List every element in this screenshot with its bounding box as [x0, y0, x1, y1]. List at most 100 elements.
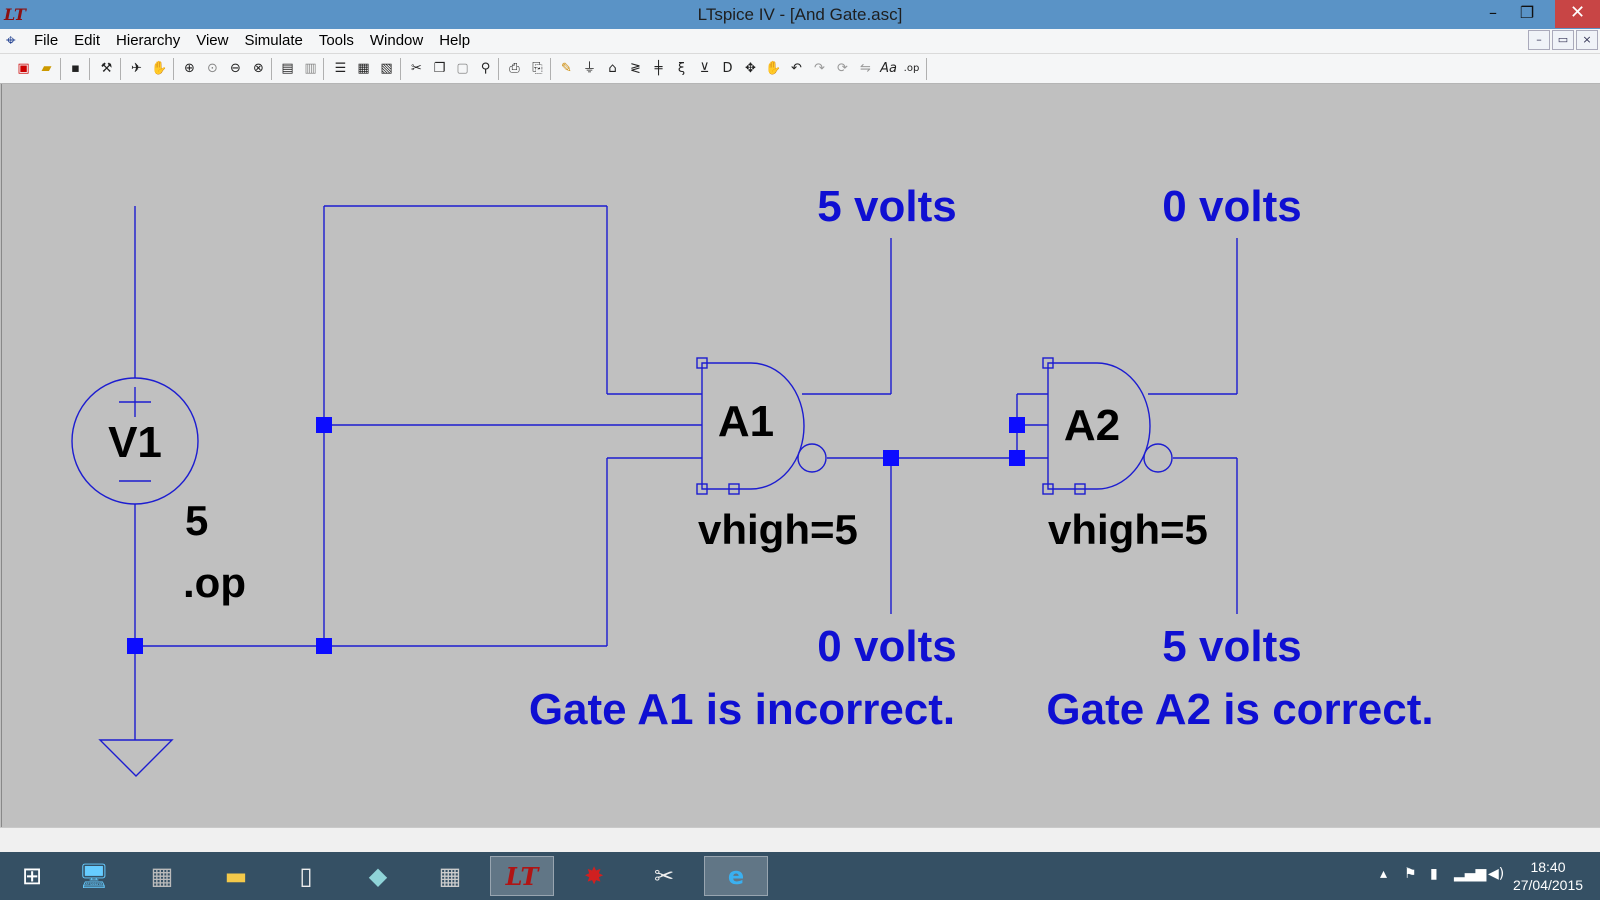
remote-desktop-icon[interactable]: 🖥: [78, 862, 110, 890]
schematic-canvas[interactable]: V1 5 .op A1 A2 vhigh=5 vhigh=5 5 volts 0…: [1, 84, 1599, 827]
window-title: LTspice IV - [And Gate.asc]: [697, 5, 903, 24]
voltage-source-v1[interactable]: [71, 377, 199, 505]
gate-a2[interactable]: [1042, 357, 1173, 495]
ground-icon[interactable]: ⏚: [582, 61, 596, 76]
status-strip: [0, 827, 1600, 852]
internet-explorer-icon[interactable]: e: [704, 856, 768, 896]
a2-nand-output-note[interactable]: 5 volts: [1162, 622, 1301, 671]
file-explorer-icon[interactable]: ▬: [224, 862, 248, 890]
verdict-a1-note[interactable]: Gate A1 is incorrect.: [529, 685, 955, 734]
mdi-close-button[interactable]: ×: [1576, 30, 1598, 50]
ltspice-icon[interactable]: LT: [490, 856, 554, 896]
action-center-flag-icon[interactable]: ⚑: [1404, 866, 1417, 882]
zoom-in-icon[interactable]: ⊕: [184, 61, 195, 76]
minimize-button[interactable]: –: [1489, 3, 1497, 22]
firewall-icon[interactable]: ▦: [150, 862, 174, 890]
title-bar: LT LTspice IV - [And Gate.asc] – ❐ ✕: [0, 0, 1600, 29]
a2-ref-label[interactable]: A2: [1064, 401, 1120, 450]
a1-nand-output-note[interactable]: 0 volts: [817, 622, 956, 671]
op-directive[interactable]: .op: [183, 559, 246, 606]
ltspice-icon[interactable]: LT: [4, 5, 26, 24]
snipping-tool-icon[interactable]: ✂: [653, 862, 675, 890]
toolbar: ▣ ▰ ▪ ⚒ ✈ ✋ ⊕ ⊙ ⊖ ⊗ ▤ ▥ ☰ ▦ ▧ ✂ ❐ ▢ ⚲ ⎙ …: [0, 54, 1600, 84]
a1-ref-label[interactable]: A1: [718, 397, 774, 446]
mdi-controls: – ▭ ×: [1528, 30, 1600, 52]
taskbar: ⊞ 🖥 ▦ ▬ ▯ ◆ ▦ LT ✸ ✂ e ▴ ⚑ ▮ ▂▄▆ ◀) 18:4…: [0, 852, 1600, 900]
menu-window[interactable]: Window: [369, 32, 424, 49]
notepad-icon[interactable]: ▯: [299, 862, 313, 890]
wires[interactable]: [134, 205, 1238, 740]
print-preview-icon[interactable]: ⎙: [509, 61, 520, 76]
menu-simulate[interactable]: Simulate: [244, 32, 303, 49]
rotate-icon[interactable]: ⟳: [837, 61, 848, 76]
v1-ref-label[interactable]: V1: [108, 418, 162, 467]
network-signal-icon[interactable]: ▂▄▆: [1454, 866, 1487, 882]
show-hidden-icons-icon[interactable]: ▴: [1380, 866, 1388, 882]
save-icon[interactable]: ▪: [71, 61, 80, 76]
redo-icon[interactable]: ↷: [814, 61, 825, 76]
menu-view[interactable]: View: [196, 32, 229, 49]
text-icon[interactable]: Aa: [880, 61, 897, 76]
system-tray: ▴ ⚑ ▮ ▂▄▆ ◀) 18:40 27/04/2015: [1330, 852, 1600, 900]
close-button[interactable]: ✕: [1555, 0, 1600, 28]
a2-and-output-note[interactable]: 0 volts: [1162, 182, 1301, 231]
drag-icon[interactable]: ✋: [765, 61, 782, 76]
run-icon[interactable]: ✈: [131, 61, 142, 76]
close-window-icon[interactable]: ☰: [334, 61, 347, 76]
windows-start-icon[interactable]: ⊞: [21, 862, 43, 890]
a1-param-label[interactable]: vhigh=5: [698, 506, 858, 553]
zoom-fit-icon[interactable]: ⊗: [253, 61, 264, 76]
menu-hierarchy[interactable]: Hierarchy: [116, 32, 181, 49]
label-net-icon[interactable]: ⌂: [608, 61, 617, 76]
junction-dots: [127, 417, 1025, 654]
cascade-icon[interactable]: ▥: [304, 61, 317, 76]
inductor-icon[interactable]: ξ: [677, 61, 686, 76]
new-schematic-icon[interactable]: ▣: [17, 61, 30, 76]
component-icon[interactable]: D: [722, 61, 733, 76]
cut-icon[interactable]: ✂: [411, 61, 422, 76]
calculator-icon[interactable]: ▦: [438, 862, 462, 890]
clock[interactable]: 18:40 27/04/2015: [1506, 858, 1590, 894]
battery-icon[interactable]: ▮: [1430, 866, 1438, 882]
a2-param-label[interactable]: vhigh=5: [1048, 506, 1208, 553]
menu-bar: ⌖ File Edit Hierarchy View Simulate Tool…: [0, 29, 1600, 54]
mdi-minimize-button[interactable]: –: [1528, 30, 1550, 50]
resistor-icon[interactable]: ≷: [630, 61, 641, 76]
schematic-doc-icon[interactable]: ⌖: [6, 31, 16, 51]
spice-directive-icon[interactable]: .op: [903, 63, 920, 74]
schematic-drawing[interactable]: V1 5 .op A1 A2 vhigh=5 vhigh=5 5 volts 0…: [2, 84, 1600, 827]
copy-icon[interactable]: ❐: [433, 61, 446, 76]
volume-icon[interactable]: ◀): [1488, 866, 1505, 882]
mirror-icon[interactable]: ⇋: [860, 61, 871, 76]
halt-icon[interactable]: ✋: [151, 61, 168, 76]
capacitor-icon[interactable]: ╪: [654, 61, 663, 76]
menu-file[interactable]: File: [34, 32, 59, 49]
mdi-restore-button[interactable]: ▭: [1552, 30, 1574, 50]
zoom-out-icon[interactable]: ⊖: [230, 61, 241, 76]
paint-splat-icon[interactable]: ✸: [583, 862, 605, 890]
clock-date: 27/04/2015: [1512, 877, 1584, 893]
open-icon[interactable]: ▰: [41, 61, 52, 76]
v1-value-label[interactable]: 5: [185, 497, 208, 544]
find-icon[interactable]: ⚲: [480, 61, 491, 76]
undo-icon[interactable]: ↶: [791, 61, 802, 76]
print-icon[interactable]: ⎘: [532, 61, 543, 76]
paste-icon[interactable]: ▢: [456, 61, 469, 76]
tile-icon[interactable]: ▤: [281, 61, 294, 76]
ground-symbol[interactable]: [98, 739, 174, 777]
zoom-pan-icon[interactable]: ⊙: [207, 61, 218, 76]
draw-wire-icon[interactable]: ✎: [561, 61, 572, 76]
maximize-button[interactable]: ❐: [1519, 3, 1535, 22]
gate-a1[interactable]: [696, 357, 827, 495]
diode-icon[interactable]: ⊻: [699, 61, 710, 76]
menu-help[interactable]: Help: [439, 32, 471, 49]
a1-and-output-note[interactable]: 5 volts: [817, 182, 956, 231]
move-icon[interactable]: ✥: [745, 61, 756, 76]
tile-vertical-icon[interactable]: ▧: [380, 61, 393, 76]
eraser-icon[interactable]: ◆: [368, 862, 388, 890]
control-panel-icon[interactable]: ⚒: [100, 61, 113, 76]
menu-tools[interactable]: Tools: [318, 32, 354, 49]
menu-edit[interactable]: Edit: [74, 32, 101, 49]
verdict-a2-note[interactable]: Gate A2 is correct.: [1046, 685, 1433, 734]
tile-horizontal-icon[interactable]: ▦: [357, 61, 370, 76]
